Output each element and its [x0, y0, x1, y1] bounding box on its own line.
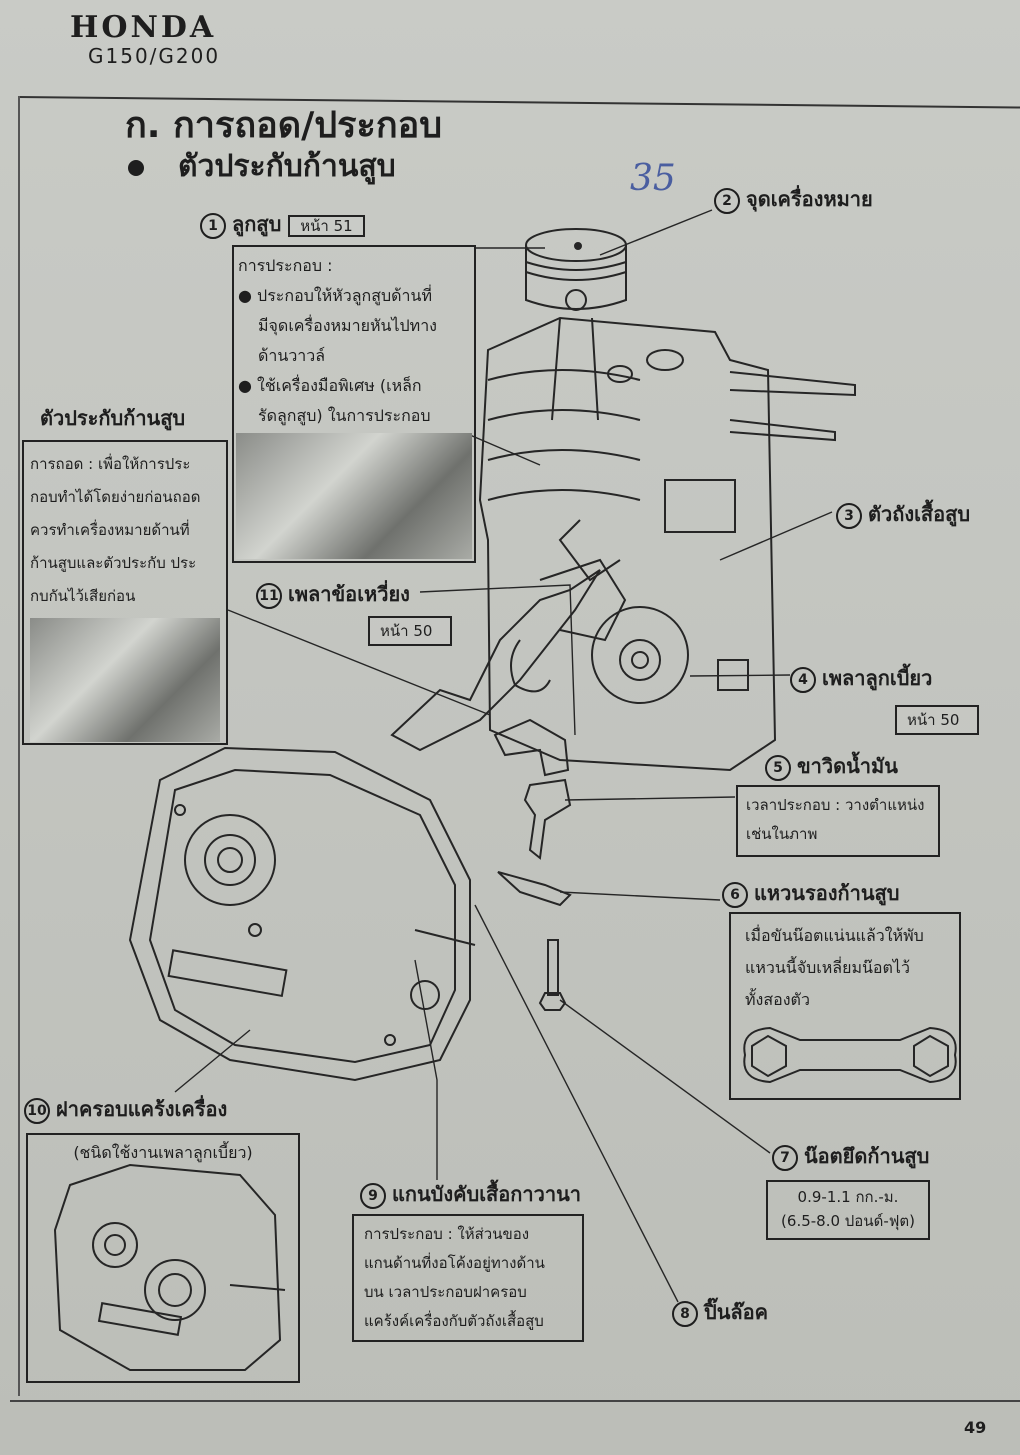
- note-line: กอบทำได้โดยง่ายก่อนถอด: [30, 488, 201, 506]
- section-title: ก. การถอด/ประกอบ: [125, 105, 443, 146]
- note-line: แคร้งค์เครื่องกับตัวถังเสื้อสูบ: [364, 1312, 544, 1330]
- oil-dipper-note: เวลาประกอบ : วางตำแหน่ง เช่นในภาพ: [736, 785, 940, 857]
- note-line: กบกันไว้เสียก่อน: [30, 587, 136, 605]
- note-line: การประกอบ : ให้ส่วนของ: [364, 1225, 530, 1243]
- note-line: เช่นในภาพ: [746, 825, 818, 843]
- subtitle: ตัวประกับก้านสูบ: [178, 149, 396, 184]
- note-line: ก้านสูบและตัวประกับ ประ: [30, 554, 197, 572]
- page-reference: หน้า 51: [288, 215, 365, 237]
- inset-caption: (ชนิดใช้งานเพลาลูกเบี้ยว): [73, 1143, 253, 1162]
- note-line: เวลาประกอบ : วางตำแหน่ง: [746, 796, 925, 814]
- piston-drawing: [525, 228, 627, 421]
- callout-label: เพลาข้อเหวี่ยง: [288, 582, 410, 606]
- rod-cap-photo: [30, 618, 220, 742]
- callout-number: 7: [772, 1144, 798, 1171]
- cylinder-block-drawing: [478, 316, 856, 772]
- crankshaft-page-reference: หน้า 50: [368, 616, 452, 646]
- rod-cap-note: การถอด : เพื่อให้การประ กอบทำได้โดยง่ายก…: [22, 440, 228, 745]
- piston-install-photo: [236, 433, 472, 559]
- rod-washer-note: เมื่อขันน๊อตแน่นแล้วให้พับ แหวนนี้จับเหล…: [729, 912, 961, 1100]
- callout-number: 1: [200, 212, 226, 239]
- washer-detail-drawing: [743, 1026, 957, 1084]
- note-line: เมื่อขันน๊อตแน่นแล้วให้พับ: [745, 926, 924, 945]
- bullet-icon: [128, 160, 144, 176]
- governor-shaft-note: การประกอบ : ให้ส่วนของ แกนด้านที่งอโค้งอ…: [352, 1214, 584, 1342]
- rod-cap-drawing: [493, 718, 572, 1011]
- callout-rod-cap: 12ตัวประกับก้านสูบ: [8, 402, 185, 434]
- crankcase-cover-drawing: [128, 746, 476, 1082]
- callout-label: เพลาลูกเบี้ยว: [822, 666, 933, 690]
- callout-label: น๊อตยึดก้านสูบ: [804, 1144, 930, 1168]
- callout-number: 10: [24, 1097, 50, 1124]
- model-number: G150/G200: [88, 44, 221, 68]
- callout-number: 11: [256, 582, 282, 609]
- callout-label: ขาวิดน้ำมัน: [797, 754, 898, 778]
- crankcase-cover-inset: (ชนิดใช้งานเพลาลูกเบี้ยว): [26, 1133, 300, 1383]
- callout-number: 4: [790, 666, 816, 693]
- note-line: ● ประกอบให้หัวลูกสูบด้านที่: [238, 286, 433, 305]
- note-line: แหวนนี้จับเหลี่ยมน๊อตไว้: [745, 958, 910, 977]
- footer-rule: [10, 1400, 1020, 1402]
- callout-number: 8: [672, 1300, 698, 1327]
- callout-number: 6: [722, 881, 748, 908]
- torque-value-metric: 0.9-1.1 กก.-ม.: [797, 1188, 899, 1206]
- note-heading: การประกอบ :: [238, 256, 333, 275]
- handwritten-note: 35: [630, 158, 676, 199]
- callout-label: ลูกสูบ: [232, 212, 282, 236]
- callout-label: ตัวประกับก้านสูบ: [40, 406, 186, 430]
- note-line: แกนด้านที่งอโค้งอยู่ทางด้าน: [364, 1254, 545, 1272]
- callout-label: ฝาครอบแคร้งเครื่อง: [56, 1097, 228, 1121]
- note-line: รัดลูกสูบ) ในการประกอบ: [258, 406, 431, 425]
- note-line: ด้านวาวล์: [258, 346, 326, 365]
- torque-value-imperial: (6.5-8.0 ปอนด์-ฟุต): [781, 1212, 915, 1230]
- note-line: ควรทำเครื่องหมายด้านที่: [30, 521, 190, 539]
- callout-label: ปิ๊นล๊อค: [704, 1300, 769, 1324]
- crankshaft-drawing: [390, 558, 627, 752]
- piston-assembly-note: การประกอบ : ● ประกอบให้หัวลูกสูบด้านที่ …: [232, 245, 476, 563]
- brand-logo: HONDA: [70, 10, 217, 45]
- callout-number: 3: [836, 502, 862, 529]
- callout-label: แกนบังคับเสื้อกาวานา: [392, 1182, 581, 1206]
- camshaft-page-reference: หน้า 50: [895, 705, 979, 735]
- note-line: ทั้งสองตัว: [745, 990, 810, 1009]
- note-line: ● ใช้เครื่องมือพิเศษ (เหล็ก: [238, 376, 422, 395]
- left-margin-rule: [18, 96, 20, 1396]
- page-number: 49: [964, 1418, 987, 1437]
- note-line: การถอด : เพื่อให้การประ: [30, 455, 191, 473]
- callout-label: แหวนรองก้านสูบ: [754, 881, 900, 905]
- callout-number: 2: [714, 187, 740, 214]
- callout-number: 5: [765, 754, 791, 781]
- callout-label: ตัวถังเสื้อสูบ: [868, 502, 971, 526]
- callout-label: จุดเครื่องหมาย: [746, 187, 873, 211]
- cover-inset-drawing: [53, 1163, 286, 1371]
- note-line: บน เวลาประกอบฝาครอบ: [364, 1283, 527, 1301]
- note-line: มีจุดเครื่องหมายหันไปทาง: [258, 316, 437, 335]
- callout-number: 9: [360, 1182, 386, 1209]
- torque-spec-box: 0.9-1.1 กก.-ม. (6.5-8.0 ปอนด์-ฟุต): [766, 1180, 930, 1240]
